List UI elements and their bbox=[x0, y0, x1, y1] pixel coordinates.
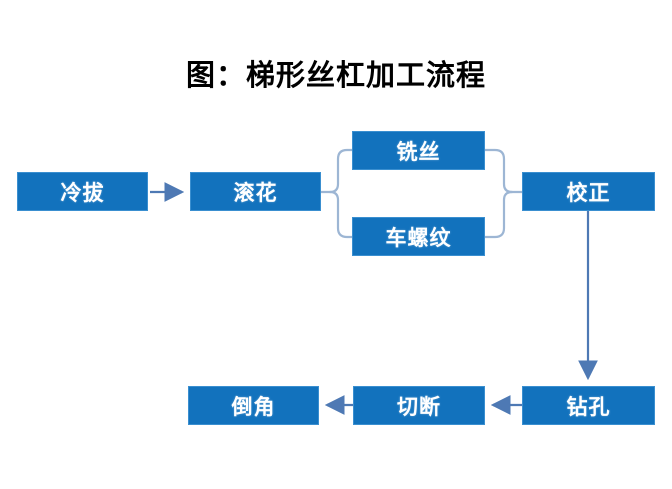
node-label-thread-turning: 车螺纹 bbox=[385, 226, 452, 250]
node-straightening[interactable]: 校正 bbox=[522, 172, 655, 211]
node-cutting[interactable]: 切断 bbox=[353, 386, 485, 425]
node-drilling[interactable]: 钻孔 bbox=[522, 386, 655, 425]
node-knurling[interactable]: 滚花 bbox=[190, 172, 321, 211]
node-label-drilling: 钻孔 bbox=[566, 395, 611, 419]
node-thread-turning[interactable]: 车螺纹 bbox=[352, 217, 485, 256]
node-label-straightening: 校正 bbox=[566, 181, 611, 205]
brace-branches-to-straightening bbox=[483, 148, 524, 239]
node-label-cutting: 切断 bbox=[397, 395, 441, 419]
node-label-thread-milling: 铣丝 bbox=[396, 140, 441, 164]
node-thread-milling[interactable]: 铣丝 bbox=[352, 131, 485, 170]
page-title: 图：梯形丝杠加工流程 bbox=[185, 60, 486, 92]
node-chamfering[interactable]: 倒角 bbox=[188, 386, 319, 425]
node-label-knurling: 滚花 bbox=[233, 181, 278, 205]
node-label-chamfering: 倒角 bbox=[231, 395, 276, 419]
brace-knurling-to-branches bbox=[319, 148, 354, 239]
node-label-cold-drawing: 冷拔 bbox=[60, 181, 105, 205]
node-cold-drawing[interactable]: 冷拔 bbox=[17, 172, 148, 211]
